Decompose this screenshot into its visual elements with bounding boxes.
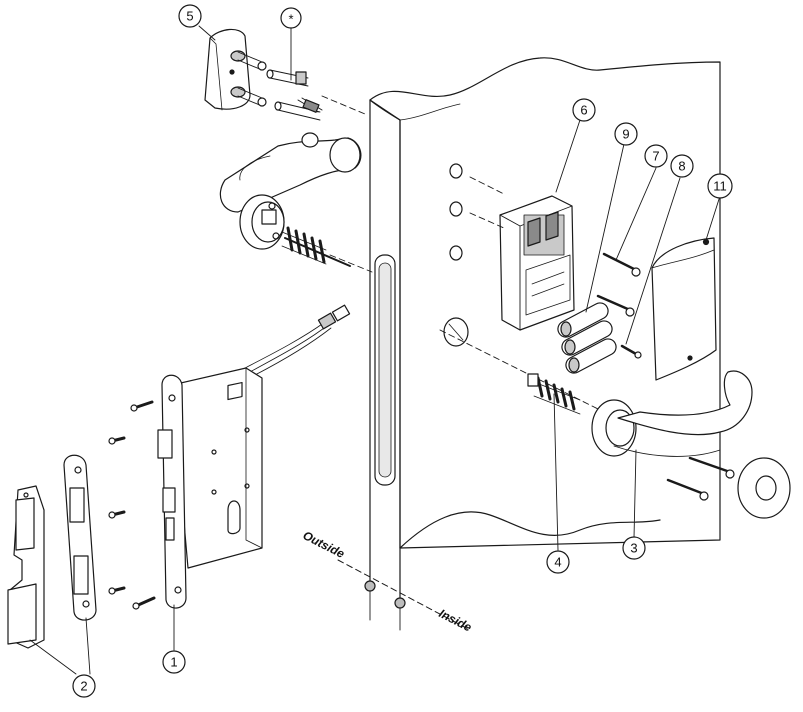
svg-text:11: 11: [713, 179, 727, 194]
callout-5: 5: [178, 4, 202, 28]
inside-lever-handle: [591, 370, 753, 457]
inside-face-marker: [394, 597, 406, 609]
callout-6: 6: [572, 98, 596, 122]
door-hole-2: [449, 201, 463, 217]
mortise-lock-body: [171, 367, 263, 569]
faceplate-screws: [130, 400, 156, 610]
callout-4: 4: [546, 550, 570, 574]
cylinder-hole: [227, 500, 241, 535]
callout-11: 11: [707, 173, 733, 199]
electronic-module: [469, 176, 575, 331]
mortise-faceplate: [157, 374, 187, 609]
door-hole-1: [449, 163, 463, 179]
module-screws: [596, 252, 642, 359]
svg-text:9: 9: [622, 127, 629, 142]
inside-screws: [666, 456, 735, 501]
svg-text:5: 5: [186, 9, 193, 24]
inside-rose: [737, 457, 791, 519]
strike-screws: [108, 436, 126, 595]
callout-star: *: [280, 7, 302, 29]
callout-9: 9: [614, 122, 638, 146]
outside-spindle: [281, 226, 373, 273]
star-fasteners: [266, 69, 366, 121]
section-markers: [337, 559, 471, 631]
connector-cable: [244, 304, 351, 376]
callout-1: 1: [162, 650, 186, 674]
callout-8: 8: [670, 154, 694, 178]
svg-text:4: 4: [554, 555, 561, 570]
svg-text:*: *: [288, 12, 293, 27]
callout-7: 7: [644, 144, 668, 168]
inside-label: Inside: [437, 606, 475, 634]
callout-2: 2: [72, 674, 96, 698]
outside-label: Outside: [301, 528, 347, 561]
outside-face-marker: [364, 580, 376, 592]
svg-text:1: 1: [170, 655, 177, 670]
svg-text:7: 7: [652, 149, 659, 164]
strike-plate: [63, 454, 97, 621]
leader-lines: [29, 25, 721, 675]
back-plate: [204, 28, 267, 111]
svg-text:8: 8: [678, 159, 685, 174]
outside-lever-handle: [219, 132, 362, 250]
strike-box: [7, 485, 45, 649]
batteries: [557, 302, 617, 374]
door-hole-3: [449, 245, 463, 261]
svg-text:3: 3: [630, 541, 637, 556]
svg-text:6: 6: [580, 103, 587, 118]
callout-3: 3: [622, 536, 646, 560]
svg-text:2: 2: [80, 679, 87, 694]
inside-spindle: [439, 329, 601, 415]
